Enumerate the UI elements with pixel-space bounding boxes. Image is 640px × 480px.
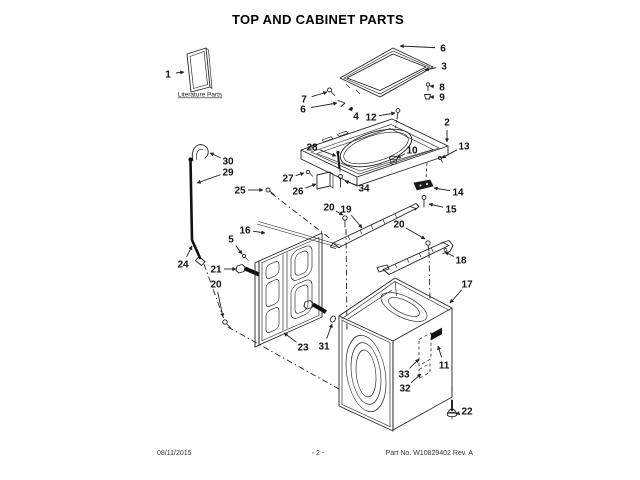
callout-19: 19 [340, 205, 352, 216]
callout-leader-18 [444, 251, 455, 257]
callout-leader-33 [409, 358, 420, 369]
center-lines [203, 192, 453, 401]
callout-leader-10 [396, 153, 406, 159]
callout-leader-27 [295, 172, 305, 177]
callout-leader-14 [433, 186, 451, 192]
callout-9: 9 [439, 93, 445, 104]
callout-leader-34 [344, 180, 357, 186]
cabinet-interior [347, 281, 428, 322]
footer-page-number: - 2 - [312, 450, 325, 457]
footer-part-number: Part No. W10829402 Rev. A [386, 450, 474, 457]
top-brace-left [330, 203, 420, 249]
callout-14: 14 [452, 188, 464, 199]
callout-2: 2 [444, 118, 450, 129]
bolt-31 [303, 300, 336, 323]
callout-leader-26 [305, 183, 317, 189]
callout-13: 13 [458, 142, 470, 153]
callout-30: 30 [222, 157, 234, 168]
callout-6: 6 [440, 44, 446, 55]
callout-11: 11 [439, 361, 450, 372]
lid-screws [327, 82, 431, 129]
footer: 08/11/2015 - 2 - Part No. W10829402 Rev.… [157, 450, 473, 457]
callout-12: 12 [365, 113, 377, 124]
callout-leader-23 [283, 332, 297, 343]
callout-20: 20 [393, 220, 405, 231]
callout-20: 20 [323, 203, 335, 214]
drain-hose [188, 144, 209, 266]
callout-32: 32 [399, 384, 411, 395]
callout-29: 29 [222, 168, 234, 179]
callout-leader-15 [428, 202, 444, 208]
literature-pack [186, 47, 213, 93]
callout-10: 10 [406, 146, 418, 157]
callout-leader-19 [350, 214, 363, 229]
callout-7: 7 [301, 95, 307, 106]
callout-8: 8 [439, 83, 445, 94]
callout-5: 5 [228, 235, 234, 246]
lid [339, 47, 434, 98]
callout-leader-20 [405, 227, 426, 240]
callout-28: 28 [306, 143, 318, 154]
callout-18: 18 [455, 256, 467, 267]
part-11-clip [431, 327, 442, 341]
top-brace-right [376, 240, 454, 275]
callout-22: 22 [461, 407, 473, 418]
callout-21: 21 [210, 265, 222, 276]
callout-leader-24 [186, 245, 193, 258]
callout-20: 20 [210, 280, 222, 291]
callout-leader-20 [217, 291, 225, 318]
callout-24: 24 [177, 260, 189, 271]
callout-leader-4 [348, 106, 353, 112]
top-panel [300, 118, 449, 208]
cabinet-right-face [392, 307, 453, 431]
callout-31: 31 [318, 342, 330, 353]
footer-date: 08/11/2015 [157, 450, 192, 457]
callout-leader-5 [235, 245, 243, 255]
callout-leader-22 [455, 411, 461, 415]
front-panel [254, 232, 336, 348]
callout-25: 25 [234, 186, 246, 197]
cabinet-screws [222, 187, 431, 329]
callout-leader-11 [437, 345, 443, 358]
callout-leader-3 [424, 67, 437, 72]
callout-3: 3 [441, 62, 447, 73]
page-title: TOP AND CABINET PARTS [232, 12, 404, 27]
callout-leader-29 [196, 174, 221, 184]
callout-6: 6 [300, 105, 306, 116]
callout-leader-7 [311, 91, 328, 98]
callout-27: 27 [282, 174, 294, 185]
literature-label: Literature Parts [178, 92, 223, 99]
cabinet [338, 277, 458, 432]
callout-leader-32 [410, 373, 422, 384]
callout-leader-31 [326, 323, 333, 339]
callout-leader-6 [399, 44, 436, 49]
callout-16: 16 [239, 226, 251, 237]
callout-33: 33 [398, 370, 410, 381]
callout-leader-6 [310, 101, 338, 109]
cabinet-left-face [338, 315, 394, 432]
callout-leader-20 [335, 210, 344, 216]
callout-leader-30 [209, 152, 221, 159]
callout-leader-1 [175, 70, 185, 75]
callout-leader-16 [252, 230, 266, 235]
callout-34: 34 [358, 184, 370, 195]
leveling-foot [446, 400, 458, 420]
callout-26: 26 [292, 187, 304, 198]
callout-15: 15 [445, 205, 457, 216]
callout-4: 4 [353, 112, 359, 123]
callout-leader-17 [449, 289, 463, 304]
bolt-21 [235, 264, 260, 277]
callout-leader-12 [378, 111, 396, 117]
top-trim [256, 221, 342, 249]
callout-1: 1 [165, 70, 171, 81]
callout-23: 23 [297, 343, 309, 354]
callout-17: 17 [461, 280, 473, 291]
callout-leader-13 [441, 149, 458, 159]
callout-leader-28 [319, 149, 337, 157]
